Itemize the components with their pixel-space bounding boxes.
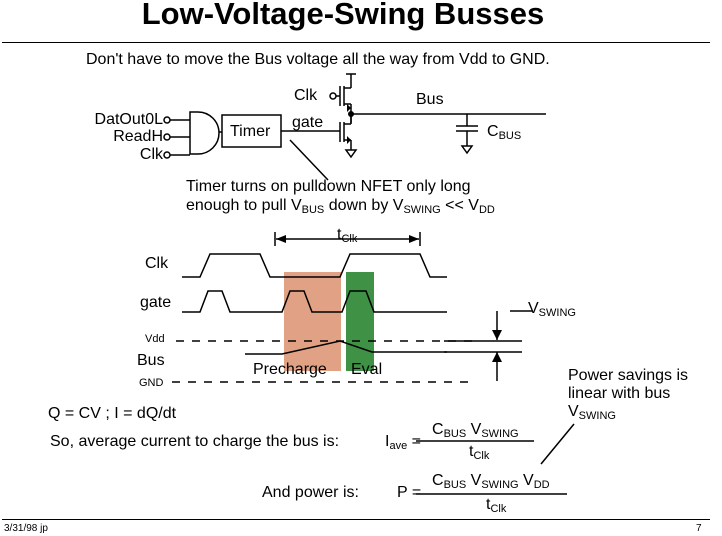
bus-junction-dot xyxy=(348,111,354,117)
power-note-line-3: VSWING xyxy=(568,403,616,422)
power-note-line-1: Power savings is xyxy=(568,367,689,384)
gate-waveform xyxy=(182,290,447,313)
timing-gate-label: gate xyxy=(140,294,172,311)
bus-label: Bus xyxy=(416,91,444,108)
power-text: And power is: xyxy=(262,484,359,501)
power-denominator: tClk xyxy=(486,496,507,515)
title-rule xyxy=(2,42,710,43)
eval-label: Eval xyxy=(351,361,383,378)
nfet-gate-label: gate xyxy=(292,114,324,131)
eval-region xyxy=(346,272,374,371)
pfet-arrow-icon xyxy=(347,104,351,112)
timing-gnd-label: GND xyxy=(139,377,164,389)
subtitle: Don't have to move the Bus voltage all t… xyxy=(86,51,550,68)
power-numerator: CBUS VSWING VDD xyxy=(432,472,550,491)
nfet-ground-icon xyxy=(344,149,358,159)
input-label-readh: ReadH xyxy=(113,128,163,145)
and-gate-symbol xyxy=(189,111,220,155)
cbus-label: CBUS xyxy=(487,123,522,142)
input-label-clk: Clk xyxy=(139,146,163,163)
timing-bus-label: Bus xyxy=(137,352,165,369)
iave-symbol: Iave = xyxy=(385,433,421,452)
page-title: Low-Voltage-Swing Busses xyxy=(141,0,545,31)
note-pointer-line xyxy=(289,139,329,181)
power-note-line-2: linear with bus xyxy=(568,385,671,402)
current-denominator: tClk xyxy=(469,443,490,462)
current-text: So, average current to charge the bus is… xyxy=(50,433,340,450)
power-note-pointer xyxy=(540,423,575,465)
nfet-arrow-icon xyxy=(347,136,351,144)
timing-vdd-label: Vdd xyxy=(145,333,165,345)
timer-label: Timer xyxy=(230,123,271,140)
input-label-datout: DatOut0L xyxy=(94,111,163,128)
precharge-label: Precharge xyxy=(253,361,327,378)
clk-waveform xyxy=(182,253,447,278)
timing-clk-label: Clk xyxy=(145,255,169,272)
pfet-gate-bubble-icon xyxy=(329,92,337,100)
footer-rule xyxy=(2,519,710,520)
charge-equation: Q = CV ; I = dQ/dt xyxy=(48,405,177,422)
cap-ground-icon xyxy=(460,145,474,155)
precharge-region xyxy=(284,272,341,371)
vswing-label: VSWING xyxy=(528,300,576,319)
note-line-2: enough to pull VBUS down by VSWING << VD… xyxy=(186,197,495,216)
tclk-label: tClk xyxy=(337,226,358,245)
page-number: 7 xyxy=(696,523,702,534)
note-line-1: Timer turns on pulldown NFET only long xyxy=(186,178,471,195)
current-numerator: CBUS VSWING xyxy=(432,421,519,440)
pfet-clk-label: Clk xyxy=(294,87,318,104)
footer-date: 3/31/98 jp xyxy=(4,523,48,534)
power-symbol: P = xyxy=(397,484,422,501)
